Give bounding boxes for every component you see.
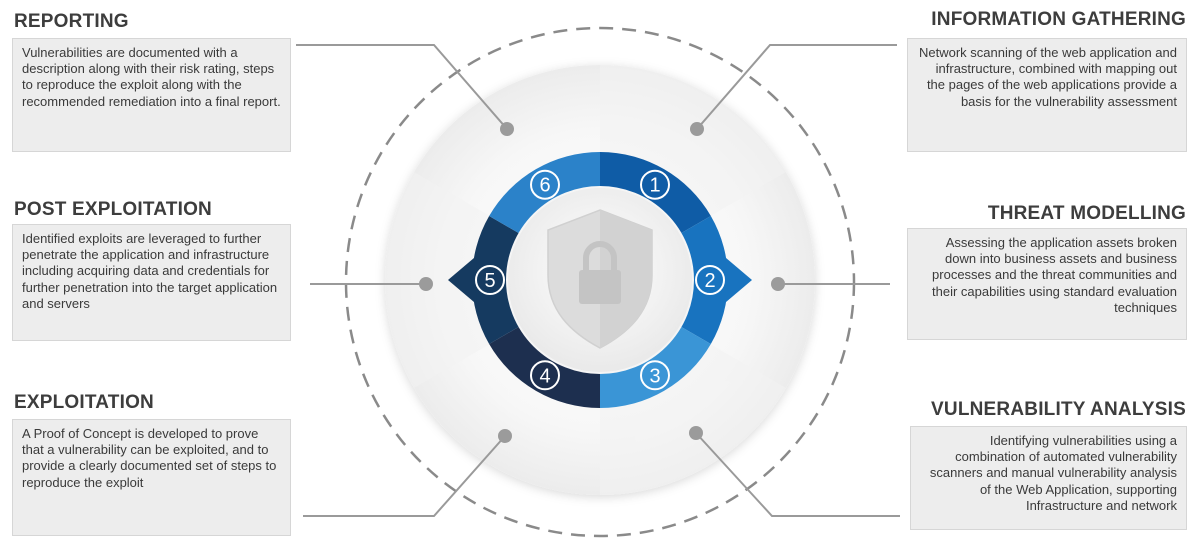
step-badge-2: 2 — [695, 265, 725, 295]
desc-reporting: Vulnerabilities are documented with a de… — [12, 38, 291, 152]
heading-vulnerability-analysis: VULNERABILITY ANALYSIS — [931, 399, 1186, 420]
shield-lock-icon — [547, 209, 653, 349]
connector-info-gathering — [696, 44, 897, 130]
number-badges: 1 2 3 4 5 6 — [475, 169, 725, 391]
step-badge-1: 1 — [640, 169, 670, 200]
desc-information-gathering: Network scanning of the web application … — [907, 38, 1187, 152]
heading-threat-modelling: THREAT MODELLING — [987, 203, 1186, 224]
connector-dots — [419, 122, 785, 443]
ring-segment-1 — [600, 152, 711, 234]
ring-segment-6 — [489, 152, 600, 234]
step-number: 4 — [539, 365, 550, 387]
dashed-orbit — [344, 26, 856, 538]
heading-exploitation: EXPLOITATION — [14, 392, 154, 413]
step-badge-6: 6 — [530, 169, 560, 200]
connector-exploitation — [303, 435, 506, 517]
step-ring — [448, 152, 752, 409]
desc-post-exploitation: Identified exploits are leveraged to fur… — [12, 224, 291, 341]
connector-reporting — [296, 44, 508, 130]
ring-tip-2 — [723, 255, 752, 305]
heading-post-exploitation: POST EXPLOITATION — [14, 199, 212, 220]
connectors — [296, 44, 900, 517]
step-badge-4: 4 — [530, 360, 560, 391]
heading-information-gathering: INFORMATION GATHERING — [931, 9, 1186, 30]
connector-vulnerability-analysis — [695, 432, 900, 517]
step-badge-5: 5 — [475, 265, 505, 295]
step-number: 3 — [649, 365, 660, 387]
heading-reporting: REPORTING — [14, 11, 129, 32]
ring-tip-5 — [448, 255, 477, 305]
ring-segment-4 — [489, 326, 600, 409]
desc-threat-modelling: Assessing the application assets broken … — [907, 228, 1187, 340]
desc-vulnerability-analysis: Identifying vulnerabilities using a comb… — [910, 426, 1187, 530]
step-number: 6 — [539, 175, 550, 197]
ring-segment-2 — [679, 216, 728, 344]
step-number: 2 — [704, 270, 715, 292]
step-number: 5 — [484, 270, 495, 292]
step-badge-3: 3 — [640, 360, 670, 391]
ring-segment-5 — [471, 216, 521, 344]
ring-segment-3 — [600, 326, 711, 408]
step-number: 1 — [649, 175, 660, 197]
desc-exploitation: A Proof of Concept is developed to prove… — [12, 419, 291, 536]
